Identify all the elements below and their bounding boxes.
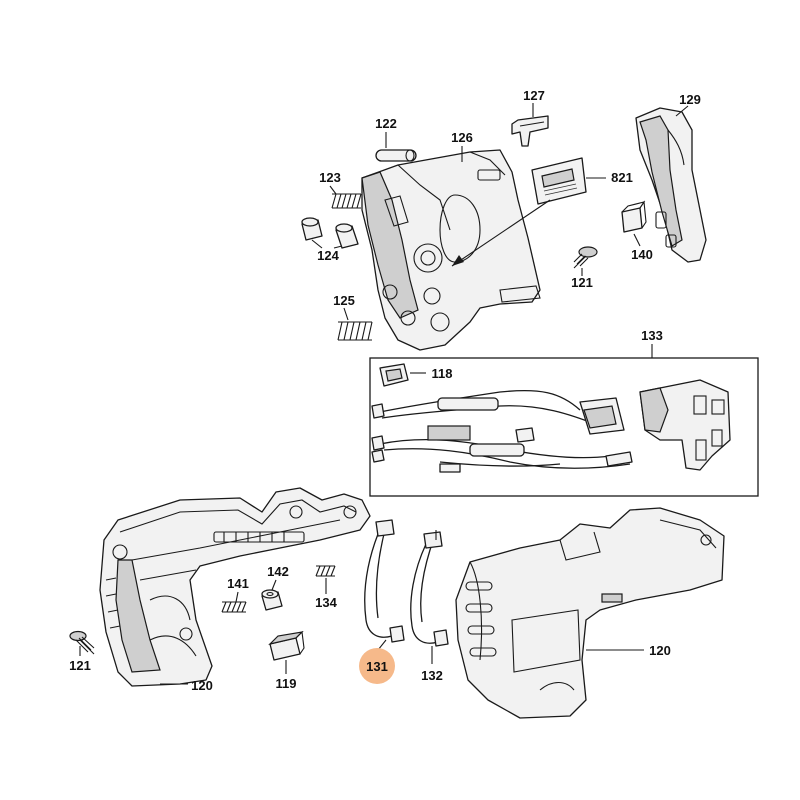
part-133-box	[369, 357, 759, 497]
leader-140	[633, 233, 641, 247]
leader-142	[271, 579, 277, 591]
highlight-131	[359, 648, 395, 684]
label-126: 126	[451, 130, 473, 145]
label-121-lower: 121	[69, 658, 91, 673]
part-121-screw-lower	[69, 630, 95, 655]
leader-125	[343, 307, 349, 321]
label-134: 134	[315, 595, 337, 610]
part-140-button	[621, 200, 647, 233]
part-122-pin	[375, 149, 417, 162]
part-134-spring	[315, 565, 336, 577]
label-129: 129	[679, 92, 701, 107]
leader-141	[235, 591, 239, 603]
label-122: 122	[375, 116, 397, 131]
label-140: 140	[631, 247, 653, 262]
part-121-screw-upper	[573, 246, 598, 269]
label-821: 821	[611, 170, 633, 185]
label-118: 118	[432, 366, 453, 381]
part-119-button	[268, 630, 305, 661]
part-133-switch	[639, 379, 731, 471]
label-127: 127	[523, 88, 545, 103]
part-120-right-housing	[455, 507, 725, 719]
label-119: 119	[276, 676, 297, 691]
label-142: 142	[267, 564, 289, 579]
label-120-left: 120	[191, 678, 213, 693]
part-129-handle	[635, 107, 707, 263]
part-118-connector	[379, 363, 409, 387]
part-141-spring	[221, 601, 247, 613]
part-127-clip	[511, 115, 549, 147]
leader-129	[675, 105, 689, 117]
part-123-spring	[331, 193, 362, 209]
part-142-bushing	[261, 589, 283, 611]
part-120-left-housing	[99, 487, 371, 687]
part-132-wire	[410, 531, 449, 647]
wiring-harness-133	[371, 389, 633, 473]
part-131-wire	[364, 519, 405, 643]
leader-124	[311, 239, 323, 249]
label-123: 123	[319, 170, 341, 185]
label-131: 131	[366, 659, 388, 674]
part-125-spring	[337, 321, 373, 341]
label-121-upper: 121	[571, 275, 593, 290]
leader-124b	[333, 245, 343, 249]
leader-123	[329, 185, 337, 195]
label-125: 125	[333, 293, 355, 308]
leader-821-arrow	[451, 199, 551, 267]
label-133: 133	[641, 328, 663, 343]
part-126-housing	[361, 149, 541, 351]
label-132: 132	[421, 668, 443, 683]
arrowhead-821	[452, 255, 464, 266]
part-124-bushings	[301, 217, 359, 249]
part-821-label	[531, 157, 587, 205]
label-141: 141	[227, 576, 249, 591]
label-120-right: 120	[649, 643, 671, 658]
label-124: 124	[317, 248, 339, 263]
